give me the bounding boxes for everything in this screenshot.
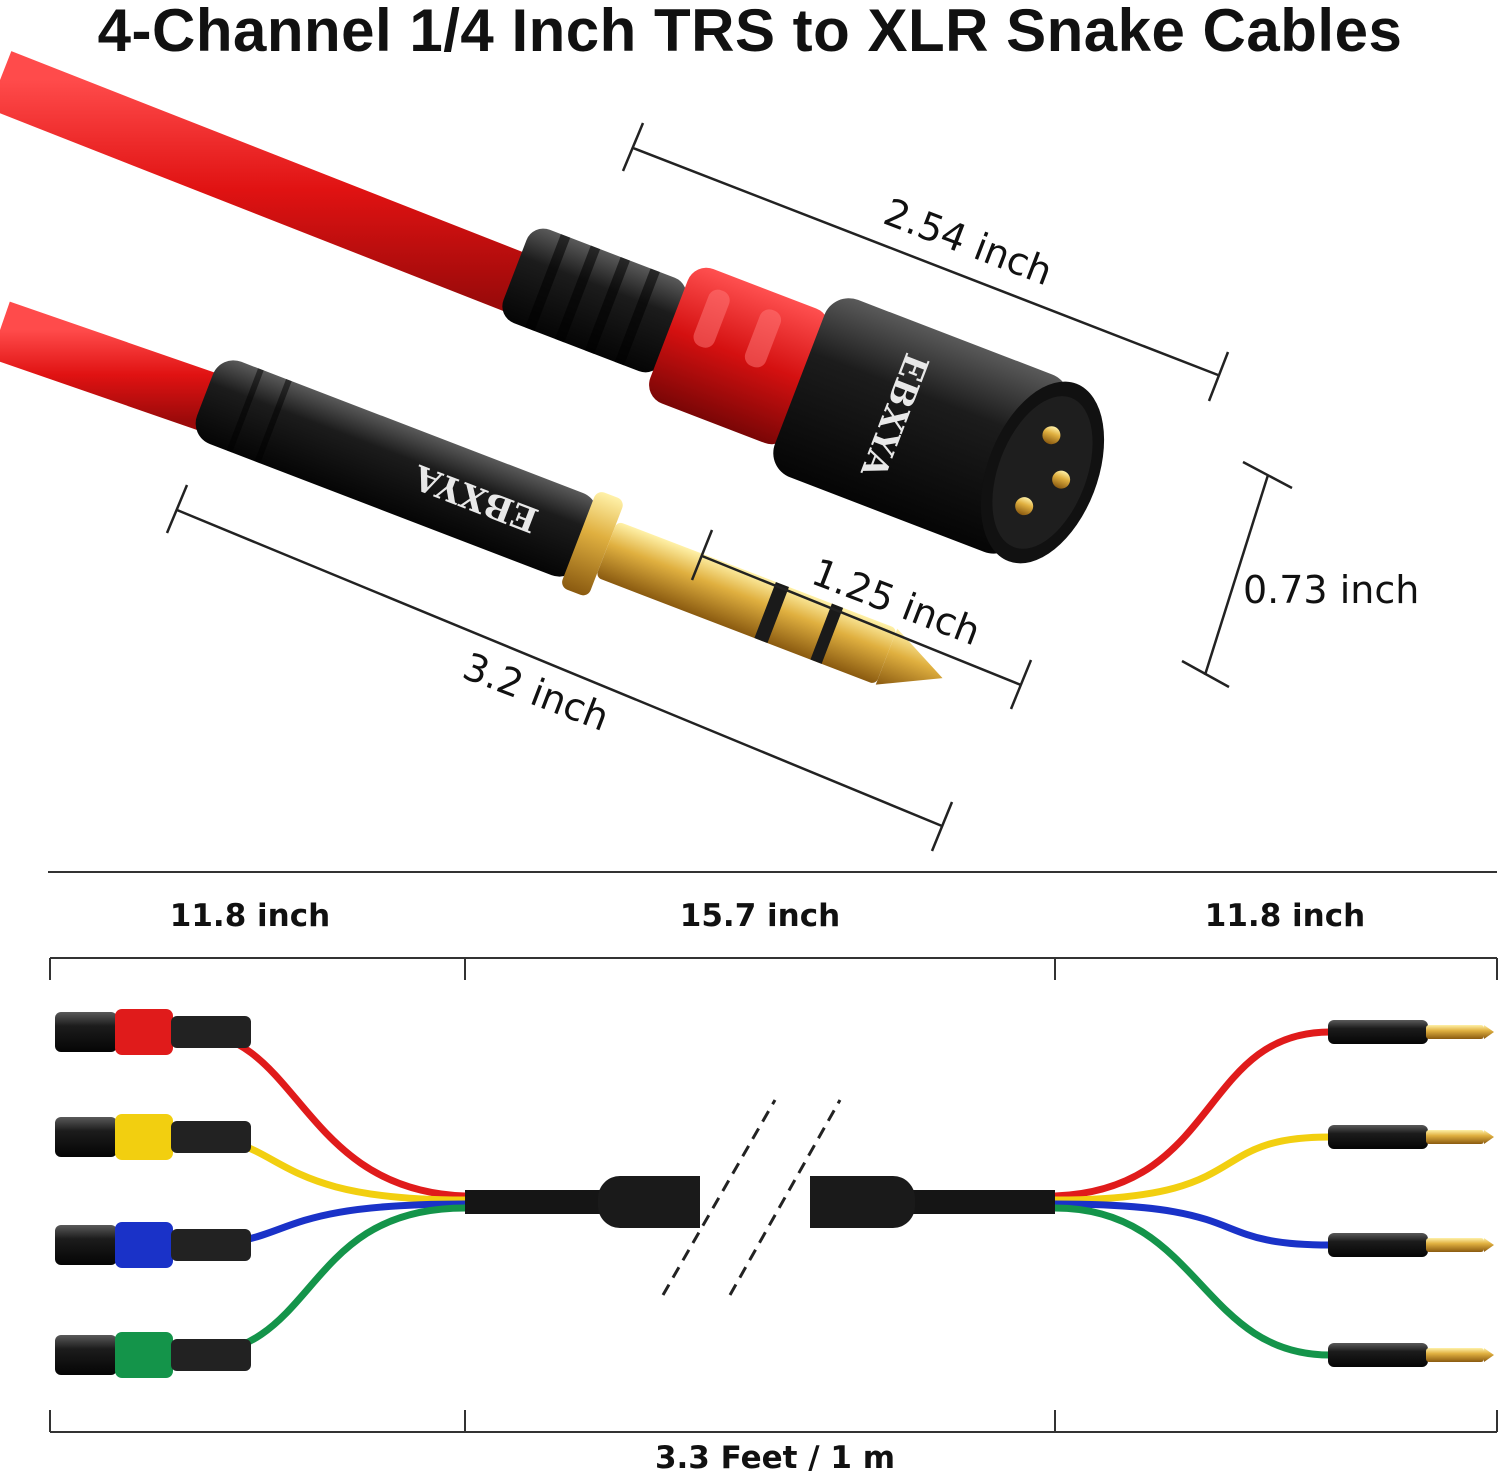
xlr-male-connector-icon: EBXYA bbox=[502, 228, 1105, 564]
right-breakout-length-label: 11.8 inch bbox=[1204, 898, 1366, 934]
middle-length-label: 15.7 inch bbox=[679, 898, 841, 934]
xlr-cable bbox=[0, 51, 572, 329]
trs-quarter-inch-plug-icon: EBXYA bbox=[195, 360, 943, 685]
xlr-diameter-label: 0.73 inch bbox=[1243, 568, 1420, 612]
snake-main-cable bbox=[465, 1099, 1055, 1296]
left-breakout-cables bbox=[189, 1028, 466, 1359]
xlr-connectors-group bbox=[55, 1009, 251, 1378]
dimension-lines bbox=[165, 122, 1293, 852]
right-breakout-cables bbox=[1054, 1028, 1331, 1359]
length-brackets bbox=[49, 957, 1498, 1433]
page-title: 4-Channel 1/4 Inch TRS to XLR Snake Cabl… bbox=[97, 0, 1403, 64]
left-breakout-length-label: 11.8 inch bbox=[169, 898, 331, 934]
total-length-label: 3.3 Feet / 1 m bbox=[654, 1440, 896, 1476]
trs-connectors-group bbox=[1328, 1020, 1494, 1367]
